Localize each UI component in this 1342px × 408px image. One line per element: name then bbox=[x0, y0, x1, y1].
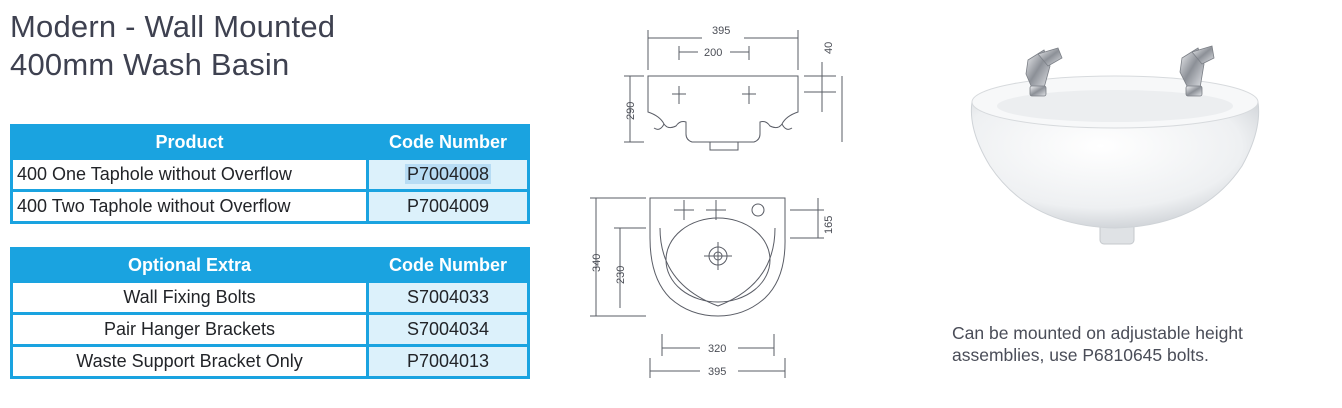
front-height-label: 290 bbox=[625, 102, 637, 120]
extra-description: Wall Fixing Bolts bbox=[13, 283, 366, 312]
title-line-2: 400mm Wash Basin bbox=[10, 47, 290, 82]
front-elevation-drawing: 395 200 40 290 bbox=[624, 25, 843, 151]
note-line-2: assemblies, use P6810645 bolts. bbox=[952, 345, 1209, 365]
header-optional-extra: Optional Extra bbox=[13, 250, 366, 280]
header-code-number: Code Number bbox=[369, 250, 527, 280]
table-row: Pair Hanger Brackets S7004034 bbox=[13, 315, 527, 344]
plan-depth-label: 340 bbox=[591, 254, 603, 272]
extra-description: Waste Support Bracket Only bbox=[13, 347, 366, 376]
extras-table-header: Optional Extra Code Number bbox=[13, 250, 527, 280]
title-line-1: Modern - Wall Mounted bbox=[10, 9, 336, 44]
page-title: Modern - Wall Mounted 400mm Wash Basin bbox=[10, 8, 335, 84]
header-code-number: Code Number bbox=[369, 127, 527, 157]
table-row: Wall Fixing Bolts S7004033 bbox=[13, 283, 527, 312]
extra-code[interactable]: P7004013 bbox=[369, 347, 527, 376]
taphole-offset-label: 165 bbox=[823, 216, 835, 234]
taphole-spacing-label: 200 bbox=[704, 47, 722, 59]
selected-code-text[interactable]: P7004008 bbox=[404, 164, 492, 184]
front-width-label: 395 bbox=[712, 25, 730, 37]
table-row: Waste Support Bracket Only P7004013 bbox=[13, 347, 527, 376]
product-table: Product Code Number 400 One Taphole with… bbox=[10, 124, 530, 224]
product-code[interactable]: P7004008 bbox=[369, 160, 527, 189]
wash-basin-photo bbox=[970, 45, 1260, 245]
product-code[interactable]: P7004009 bbox=[369, 192, 527, 221]
mounting-note: Can be mounted on adjustable height asse… bbox=[952, 322, 1332, 366]
extra-description: Pair Hanger Brackets bbox=[13, 315, 366, 344]
rim-depth-label: 40 bbox=[823, 42, 835, 54]
product-description: 400 One Taphole without Overflow bbox=[13, 160, 366, 189]
product-table-header: Product Code Number bbox=[13, 127, 527, 157]
header-product: Product bbox=[13, 127, 366, 157]
plan-width-label: 395 bbox=[708, 366, 726, 378]
plan-view-drawing: 340 230 165 320 395 bbox=[590, 197, 835, 378]
optional-extras-table: Optional Extra Code Number Wall Fixing B… bbox=[10, 247, 530, 379]
extra-code[interactable]: S7004034 bbox=[369, 315, 527, 344]
bowl-width-label: 320 bbox=[708, 343, 726, 355]
table-row: 400 One Taphole without Overflow P700400… bbox=[13, 160, 527, 189]
product-description: 400 Two Taphole without Overflow bbox=[13, 192, 366, 221]
table-row: 400 Two Taphole without Overflow P700400… bbox=[13, 192, 527, 221]
extra-code[interactable]: S7004033 bbox=[369, 283, 527, 312]
note-line-1: Can be mounted on adjustable height bbox=[952, 323, 1243, 343]
bowl-depth-label: 230 bbox=[615, 266, 627, 284]
